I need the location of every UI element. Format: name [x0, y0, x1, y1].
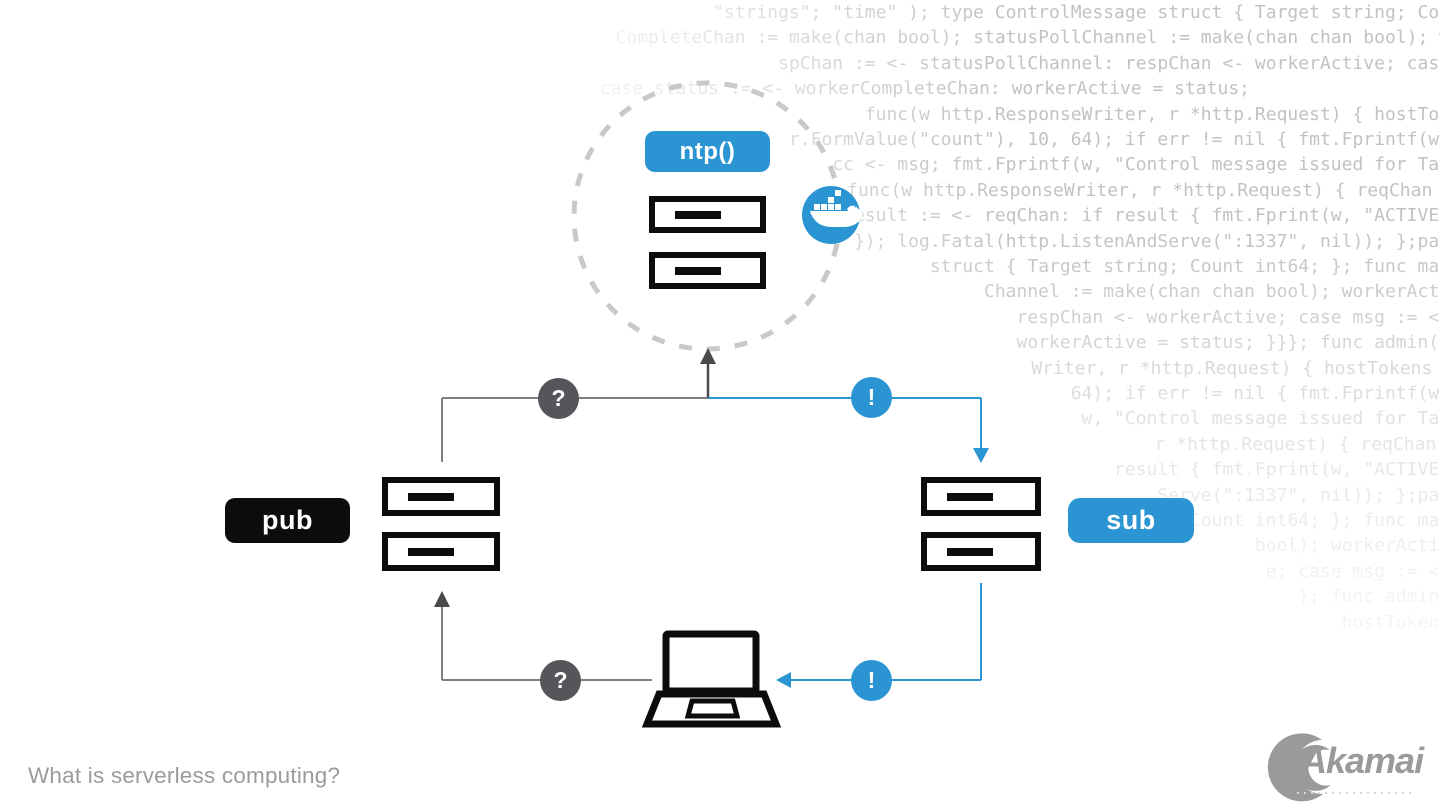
publisher-server-icon — [382, 477, 500, 516]
server-slot — [408, 492, 454, 501]
docker-icon — [802, 186, 863, 244]
function-server-icon — [649, 196, 766, 233]
subscriber-server-icon — [921, 532, 1041, 571]
arrow-up-to-function — [700, 348, 716, 398]
caption-text: What is serverless computing? — [28, 763, 341, 788]
alert-badge: ! — [851, 660, 892, 701]
arrow-left-to-laptop — [776, 672, 791, 688]
server-slot — [408, 547, 454, 556]
arrow-down-to-sub — [973, 448, 989, 463]
akamai-logo-text: Akamai — [1301, 740, 1424, 781]
function-label: ntp() — [645, 131, 770, 172]
server-slot — [675, 266, 721, 275]
alert-badge: ! — [851, 377, 892, 418]
arrow-up-to-pub — [434, 591, 450, 607]
laptop-icon — [641, 630, 782, 728]
server-slot — [947, 547, 993, 556]
question-badge: ? — [538, 378, 579, 419]
publisher-server-icon — [382, 532, 500, 571]
subscriber-server-icon — [921, 477, 1041, 516]
server-slot — [675, 210, 721, 219]
server-slot — [947, 492, 993, 501]
publisher-label: pub — [225, 498, 350, 543]
function-server-icon — [649, 252, 766, 289]
subscriber-label: sub — [1068, 498, 1194, 543]
question-badge: ? — [540, 660, 581, 701]
